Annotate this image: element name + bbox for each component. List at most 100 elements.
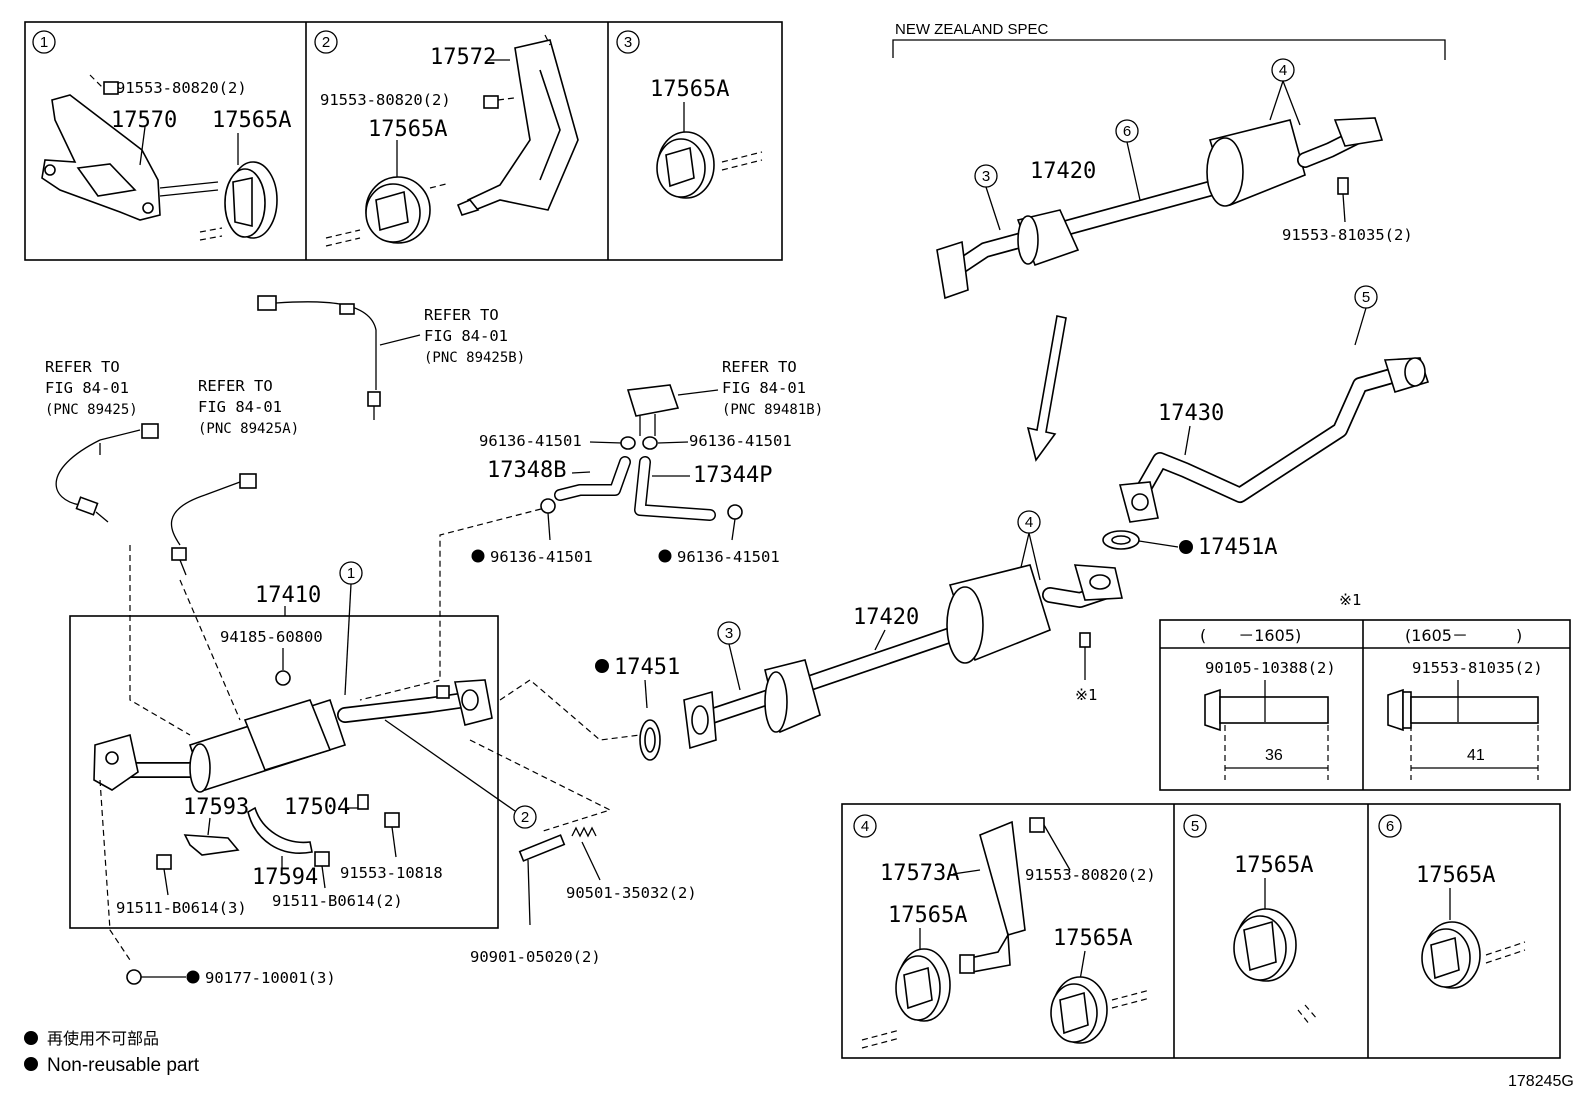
bracket-17570 (41, 74, 161, 221)
front-pipe-label: 17410 (255, 583, 321, 608)
bolt-icon (384, 812, 400, 828)
hose-label: 17344P (693, 463, 772, 488)
refer-note-1: REFER TO FIG 84-01 (PNC 89425) (45, 358, 138, 418)
bolt-icon (483, 95, 515, 109)
col1-header: ( －1605) (1200, 626, 1301, 645)
refer-line: REFER TO (424, 306, 499, 324)
col1-length: 36 (1265, 747, 1283, 764)
insulator-label: 17594 (252, 865, 318, 890)
bolt-icon (314, 851, 330, 867)
nonreusable-dot-icon (658, 549, 672, 563)
nut-label: 90177-10001(3) (205, 969, 336, 987)
bolt-icon (1204, 680, 1329, 732)
bracket-label: 17572 (430, 45, 496, 70)
callout-4: 4 (1025, 514, 1033, 531)
center-exhaust-assembly: 17451 3 17420 4 ※1 17430 5 (595, 285, 1430, 761)
refer-line: (PNC 89481B) (722, 402, 823, 418)
rubber-hanger (861, 948, 951, 1049)
muffler-label: 17420 (1030, 159, 1096, 184)
refer-line: FIG 84-01 (45, 379, 129, 397)
clamp-label: 96136-41501 (479, 432, 582, 450)
refer-line: (PNC 89425B) (424, 350, 525, 366)
refer-line: REFER TO (722, 358, 797, 376)
clamp-label: 96136-41501 (677, 548, 780, 566)
figure-code: 178245G (1508, 1073, 1574, 1090)
spring-icon (571, 826, 597, 838)
bolt-icon (156, 854, 172, 870)
legend: 再使用不可部品 Non-reusable part (24, 1029, 200, 1076)
refer-line: REFER TO (198, 377, 273, 395)
stud-label: 90901-05020(2) (470, 948, 601, 966)
nonreusable-dot-icon (24, 1057, 38, 1071)
hanger-label: 17565A (368, 117, 447, 142)
rubber-hanger (1050, 976, 1151, 1044)
bolt-icon (103, 81, 119, 95)
hanger-label: 17565A (1234, 853, 1313, 878)
bracket-17572 (456, 34, 579, 216)
col2-header: (1605－ ) (1405, 626, 1522, 645)
callout-4: 4 (1279, 62, 1287, 79)
muffler-label: 17420 (853, 605, 919, 630)
nonreusable-dot-icon (471, 549, 485, 563)
detail-box-2: 2 17572 91553-80820(2) 17565A (314, 30, 579, 247)
rubber-hanger (325, 176, 447, 247)
clamp-label: 96136-41501 (689, 432, 792, 450)
detail-1-number: 1 (40, 34, 48, 51)
bolt-icon (1029, 817, 1045, 833)
gasket-label: 17451A (1198, 535, 1277, 560)
col2-length: 41 (1467, 747, 1485, 764)
detail-box-3: 3 17565A (616, 30, 763, 199)
callout-6: 6 (1123, 123, 1131, 140)
detail-box-4: 4 17573A 91553-80820(2) 17565A 17565A (853, 814, 1156, 1049)
gasket-label: 17451 (614, 655, 680, 680)
nz-spec-section: NEW ZEALAND SPEC 3 6 4 17420 91553-81035… (892, 21, 1446, 462)
bolt-table: ※1 ( －1605) (1605－ ) 90105-10388(2) 9155… (1159, 591, 1571, 791)
oxygen-sensors: REFER TO FIG 84-01 (PNC 89425) REFER TO … (45, 295, 823, 576)
refer-note-2: REFER TO FIG 84-01 (PNC 89425A) (198, 377, 299, 437)
refer-line: FIG 84-01 (722, 379, 806, 397)
rubber-hanger (1233, 908, 1319, 1026)
stud-icon (518, 834, 566, 862)
nonreusable-dot-icon (1179, 540, 1193, 554)
bolt-ref-mark: ※1 (1075, 686, 1097, 704)
bolt-label: 91553-10818 (340, 864, 443, 882)
hanger-label: 17565A (212, 108, 291, 133)
bolt-label: 91511-B0614(3) (116, 899, 247, 917)
spec-label: NEW ZEALAND SPEC (895, 21, 1049, 38)
col2-part: 91553-81035(2) (1412, 659, 1543, 677)
refer-line: FIG 84-01 (198, 398, 282, 416)
bracket-label: 17573A (880, 861, 959, 886)
bracket-17573A (959, 820, 1026, 974)
detail-5-number: 5 (1191, 818, 1199, 835)
callout-3: 3 (982, 168, 990, 185)
insulator-label: 17593 (183, 795, 249, 820)
legend-en: Non-reusable part (47, 1055, 200, 1076)
nonreusable-dot-icon (186, 970, 200, 984)
callout-2: 2 (521, 809, 529, 826)
refer-line: (PNC 89425A) (198, 421, 299, 437)
rubber-hanger (656, 131, 763, 199)
hanger-label: 17565A (1053, 926, 1132, 951)
detail-box-1: 1 91553-80820(2) 17570 17565A (32, 30, 291, 241)
refer-line: REFER TO (45, 358, 120, 376)
bolt-table-mark: ※1 (1339, 591, 1361, 609)
refer-note-3: REFER TO FIG 84-01 (PNC 89425B) (424, 306, 525, 366)
refer-note-4: REFER TO FIG 84-01 (PNC 89481B) (722, 358, 823, 418)
legend-jp: 再使用不可部品 (47, 1029, 159, 1048)
nonreusable-dot-icon (595, 659, 609, 673)
detail-4-number: 4 (861, 818, 869, 835)
detail-box-6: 6 17565A (1378, 814, 1526, 989)
refer-line: FIG 84-01 (424, 327, 508, 345)
nut-label: 94185-60800 (220, 628, 323, 646)
callout-3: 3 (725, 625, 733, 642)
refer-line: (PNC 89425) (45, 402, 138, 418)
insulator-label: 17504 (284, 795, 350, 820)
front-pipe-assembly: 17410 94185-60800 1 2 17593 17504 (69, 545, 697, 987)
detail-frame-bottom (841, 803, 1561, 1059)
flange-bolt-icon (1387, 680, 1539, 732)
tailpipe-label: 17430 (1158, 401, 1224, 426)
detail-box-5: 5 17565A (1183, 814, 1319, 1026)
hose-label: 17348B (487, 458, 566, 483)
